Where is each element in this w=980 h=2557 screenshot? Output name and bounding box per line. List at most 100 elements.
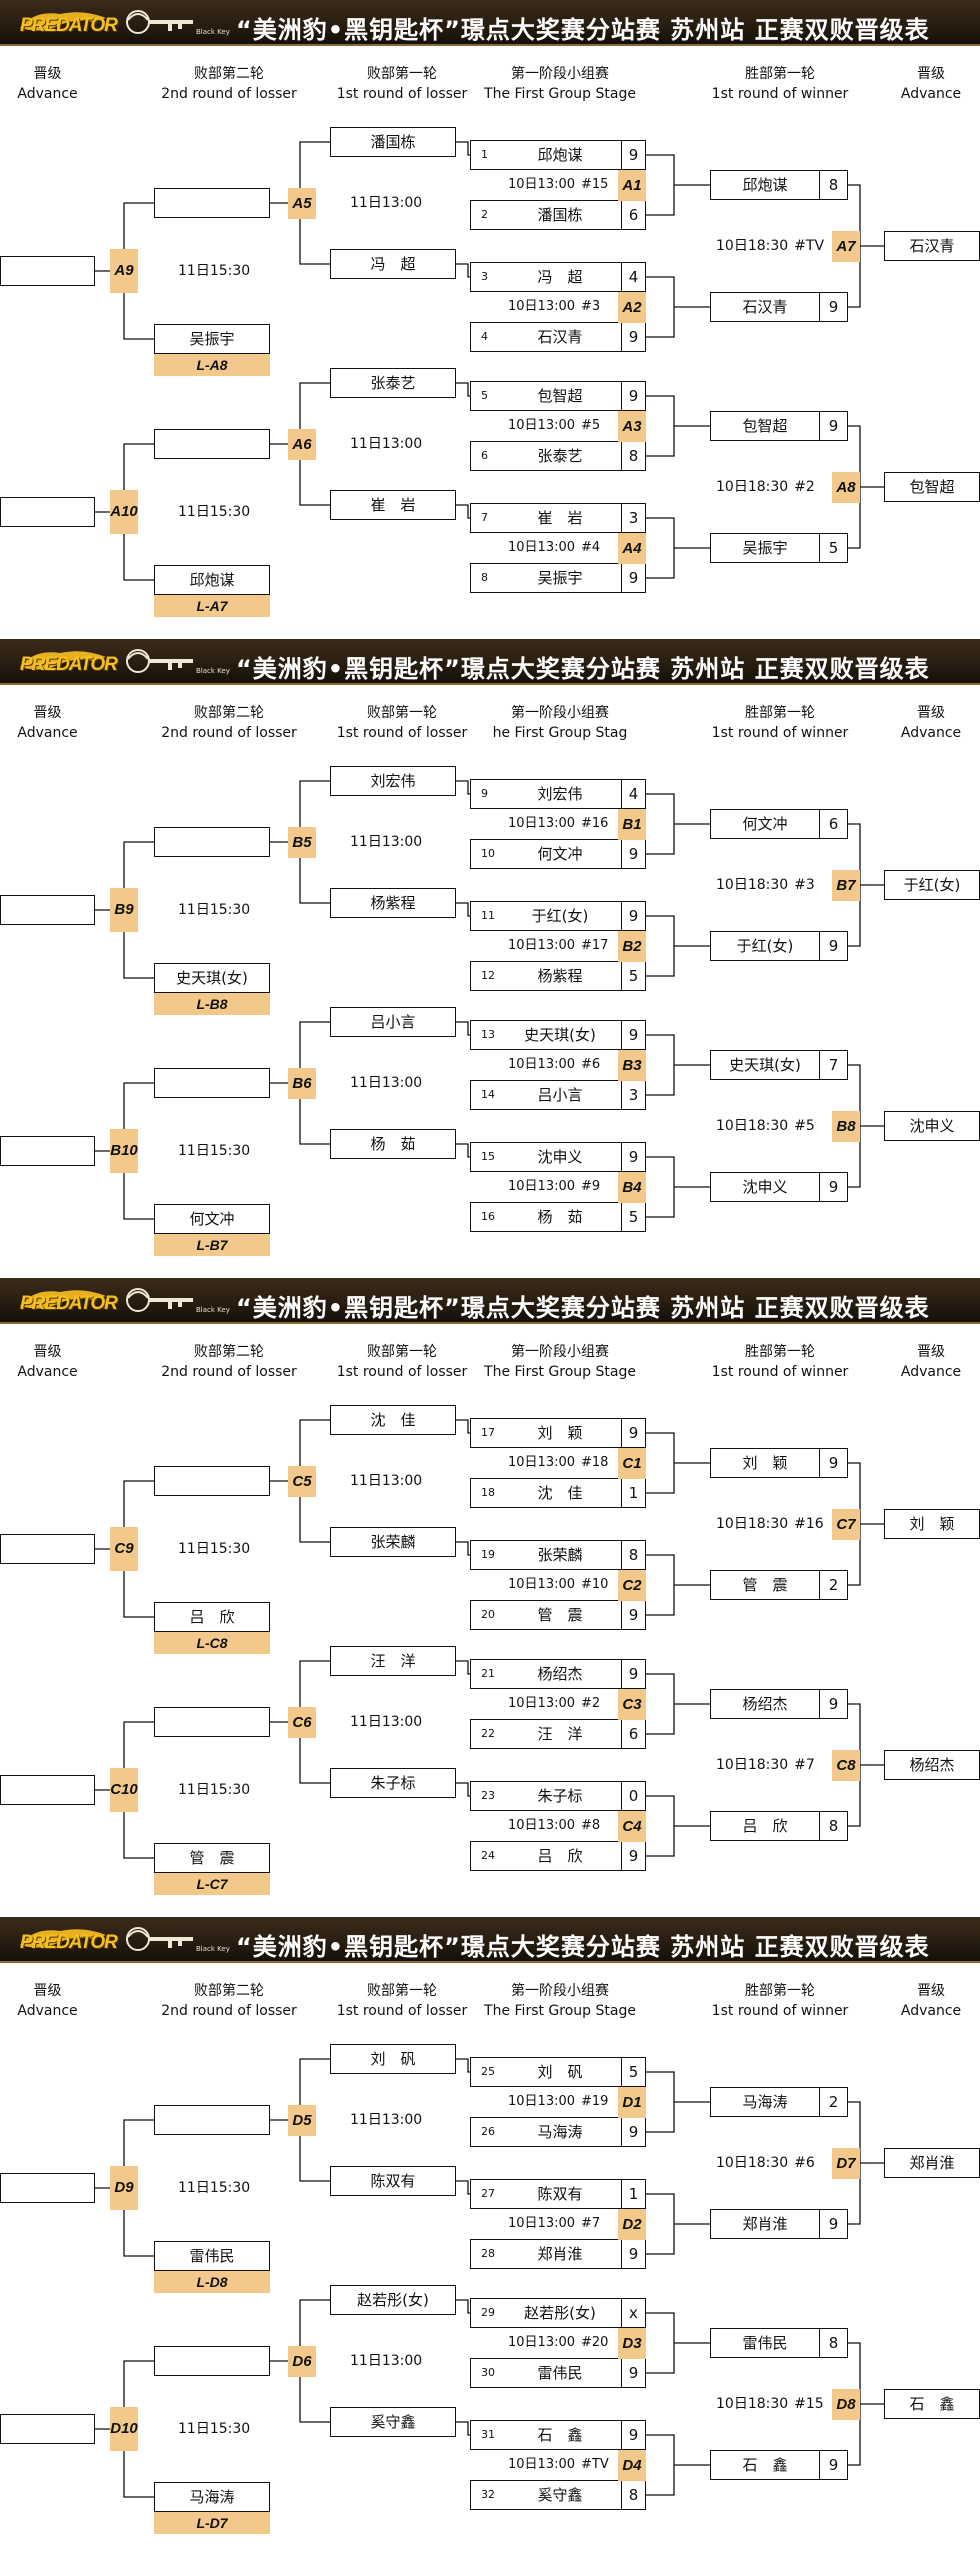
winner-round-label: D8 [832,2389,860,2420]
match-number: #3 [794,877,815,893]
panther-shape [20,1929,106,1948]
seed-number: 30 [481,2366,495,2379]
winner-name: 包智超 [742,417,788,435]
loser-round-label: C6 [288,1707,316,1738]
bracket-line [646,395,675,457]
loser-box: 奚守鑫 [330,2407,456,2437]
bracket-line [456,1021,470,1036]
header-en: Advance [17,86,78,102]
player-name: 管 震 [537,1606,583,1624]
seed-number: 14 [481,1088,495,1101]
loser-box: 潘国栋 [330,127,456,157]
match-time: 10日18:30 [716,2396,789,2412]
player-name: 陈双有 [537,2185,583,2203]
seed-number: 31 [481,2428,495,2441]
header-cn: 晋级 [917,1983,945,1999]
player-name: 杨 茹 [537,1208,583,1226]
match-number: #5 [581,418,601,433]
player-score: 9 [621,323,645,351]
winner-score: 9 [819,293,847,321]
header-cn: 败部第二轮 [194,705,264,721]
match-time: 10日13:00 [508,2335,576,2350]
loser-r2-label: D10 [110,2407,138,2451]
advance-slot-box [0,895,95,925]
player-score: 9 [621,1660,645,1688]
header-en: 1st round of winner [711,86,849,102]
bracket-line [646,1673,675,1735]
bracket-line [456,504,470,519]
empty-slot-box [154,2346,270,2376]
loser-r2-time: 11日15:30 [178,1143,251,1159]
player-name: 石 鑫 [537,2426,583,2444]
match-info: 10日13:00#4 [470,533,646,563]
seed-number: 3 [481,270,488,283]
header-en: Advance [17,725,78,741]
bracket-line [456,902,470,917]
header-cn: 败部第二轮 [194,66,264,82]
winner-box: 于红(女)9 [710,931,848,961]
header-en: 1st round of winner [711,725,849,741]
loser-r2-time: 11日15:30 [178,504,251,520]
seed-number: 17 [481,1426,495,1439]
event-title: “美洲豹•黑钥匙杯”璟点大奖赛分站赛 苏州站 正赛双败晋级表 [236,1933,930,1961]
player-score: 1 [621,2180,645,2208]
loser-round-time: 11日13:00 [350,1714,423,1730]
bracket-line [456,2180,470,2195]
match-number: #TV [794,238,825,254]
dropin-source-label: L-C8 [154,1632,270,1654]
bracket-line [646,2312,675,2374]
winner-name: 雷伟民 [742,2334,788,2352]
player-score: 9 [621,1143,645,1171]
match-time: 10日13:00 [508,2216,576,2231]
empty-slot-box [154,1707,270,1737]
empty-slot-box [154,429,270,459]
seed-number: 20 [481,1608,495,1621]
advance-box: 刘 颖 [884,1509,980,1539]
bracket-line [456,1660,470,1675]
player-name: 崔 岩 [537,509,583,527]
player-score: 9 [621,1842,645,1870]
header-en: The First Group Stage [484,2003,636,2019]
bracket-line [456,263,470,278]
black-key-text: Black Key [196,28,230,36]
header-en: 1st round of winner [711,2003,849,2019]
bracket-line [646,1795,675,1857]
predator-logo [14,6,112,40]
loser-r2-label: B9 [110,888,138,932]
predator-logo-text: PREDATOR [20,1932,118,1953]
match-number: #4 [581,540,601,555]
match-number: #6 [794,2155,815,2171]
bracket-line [456,2421,470,2436]
player-name: 邱炮谋 [537,146,583,164]
loser-round-label: D5 [288,2105,316,2136]
predator-logo-text: PREDATOR [20,1293,118,1314]
black-key-logo: Black Key [124,6,242,40]
loser-round-time: 11日13:00 [350,2112,423,2128]
match-label: C1 [618,1448,646,1479]
header-cn: 晋级 [33,1983,62,1999]
match-info: 10日13:00#10 [470,1570,646,1600]
match-number: #18 [581,1455,609,1470]
loser-round-time: 11日13:00 [350,2353,423,2369]
seed-number: 15 [481,1150,495,1163]
winner-name: 吴振宇 [742,539,788,557]
player-name: 吕 欣 [537,1847,583,1865]
predator-logo-text: PREDATOR [20,654,118,675]
header-cn: 败部第一轮 [367,66,437,82]
dropin-source-label: L-B8 [154,993,270,1015]
loser-round-label: D6 [288,2346,316,2377]
match-label: B2 [618,931,646,962]
winner-name: 管 震 [742,1576,788,1594]
